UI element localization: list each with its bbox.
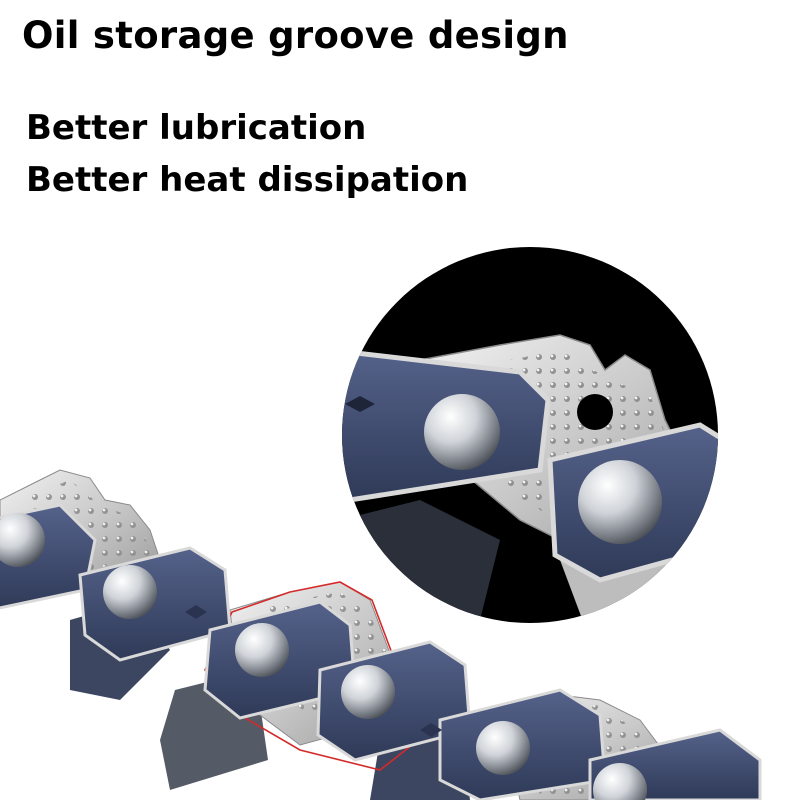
- rivet: [0, 513, 45, 567]
- rivet: [103, 565, 157, 619]
- benefit-heat-dissipation: Better heat dissipation: [26, 160, 469, 200]
- zoom-magnifier: [342, 247, 718, 623]
- rivet: [341, 665, 395, 719]
- rivet: [593, 763, 647, 800]
- rivet: [476, 721, 530, 775]
- diamond-mark: [420, 723, 442, 737]
- zoom-rivet: [424, 394, 500, 470]
- zoom-diamond-mark: [345, 396, 375, 412]
- rivet: [235, 623, 289, 677]
- diamond-mark: [185, 605, 207, 619]
- benefit-lubrication: Better lubrication: [26, 108, 367, 148]
- headline-title: Oil storage groove design: [22, 14, 569, 57]
- zoom-rivet: [578, 460, 662, 544]
- oil-hole: [577, 394, 613, 430]
- saw-chain: [0, 469, 762, 800]
